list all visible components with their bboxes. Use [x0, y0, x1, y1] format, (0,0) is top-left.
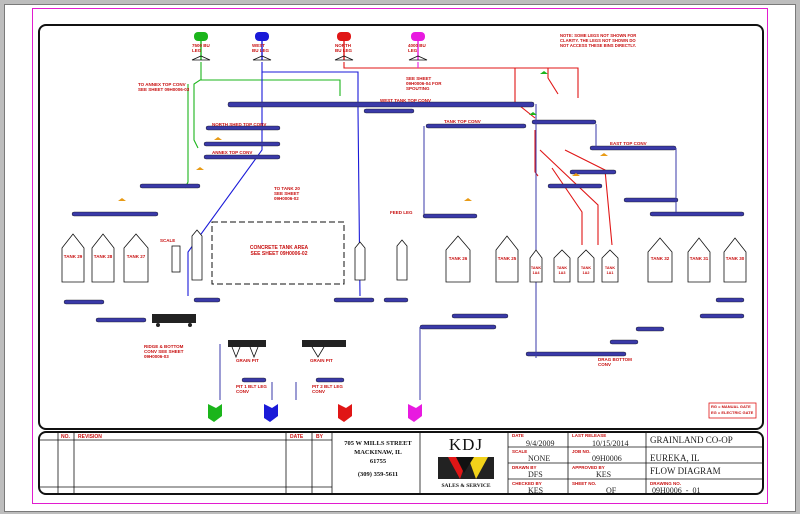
- address-phone: (309) 359-5611: [357, 471, 399, 478]
- sheet-label: SHEET NO.: [572, 481, 597, 486]
- checked-by-value: KES: [528, 486, 544, 495]
- leg-label-green: 7500 BU LEG: [192, 43, 210, 53]
- tank-label: TANK 1A3: [556, 266, 568, 275]
- leg-boot-magenta: [408, 404, 422, 422]
- concrete-tank-area: [211, 221, 345, 285]
- truck-icon-left: [228, 340, 266, 359]
- title-block-grid: [40, 433, 762, 493]
- address-city: MACKINAW, IL: [354, 449, 402, 456]
- logo-mark: [438, 457, 494, 479]
- date-label: DATE: [512, 433, 524, 438]
- truck-icon-right: [302, 340, 346, 358]
- pit2-leg-label: PIT 2 BLT LEG CONV: [312, 384, 343, 394]
- job-no-value: 09H0006: [592, 454, 622, 463]
- grain-pit-right: GRAIN PIT: [310, 358, 333, 363]
- rev-header-by: BY: [316, 434, 323, 440]
- leg-label-magenta: 4000 BU LEG: [408, 43, 426, 53]
- pit1-leg-label: PIT 1 BLT LEG CONV: [236, 384, 267, 394]
- feed-leg-label: FEED LEG: [390, 210, 413, 215]
- drag-bottom-label: DRAG BOTTOM CONV: [598, 357, 632, 367]
- last-release-value: 10/15/2014: [592, 439, 629, 448]
- tank-label: TANK 1A4: [530, 266, 542, 275]
- ridge-label: RIDGE & BOTTOM CONV SEE SHEET 09H0006-03: [144, 344, 184, 359]
- drawn-by-value: DFS: [528, 470, 543, 479]
- tank-label: TANK 1A2: [580, 266, 592, 275]
- tank-label: TANK 29: [63, 254, 83, 259]
- diagram-frame: [38, 24, 764, 430]
- tank-top-label: TANK TOP CONV: [444, 119, 481, 124]
- rev-header-no: NO.: [61, 434, 70, 440]
- tanks: [61, 233, 747, 283]
- tank-label: TANK 30: [725, 256, 745, 261]
- drawing-no-label: DRAWING NO.: [650, 481, 681, 486]
- leg-head-green: [191, 32, 211, 61]
- last-release-label: LAST RELEASE: [572, 433, 607, 438]
- drawn-by-label: DRAWN BY: [512, 465, 537, 470]
- conveyors: [63, 101, 745, 383]
- address-zip: 61755: [369, 458, 387, 465]
- rev-header-date: DATE: [290, 434, 304, 440]
- legend-electric-gate: EG = ELECTRIC GATE: [711, 410, 754, 415]
- concrete-area-title: CONCRETE TANK AREA: [249, 245, 309, 251]
- east-top-label: EAST TOP CONV: [610, 141, 647, 146]
- legend-manual-gate: RG = MANUAL GATE: [711, 404, 751, 409]
- drawing-no-value: 09H0006 - 01: [652, 486, 701, 495]
- leg-head-magenta: [408, 32, 428, 61]
- tank-label: TANK 27: [126, 254, 146, 259]
- tall-bins: [171, 229, 408, 281]
- company-name: GRAINLAND CO-OP: [650, 435, 733, 445]
- leg-boot-green: [208, 404, 222, 422]
- diagram-note: NOTE: SOME LEGS NOT SHOWN FOR CLARITY. T…: [560, 33, 637, 48]
- to-tank-20-label: TO TANK 20 SEE SHEET 09H0006-02: [274, 186, 300, 201]
- project-location: EUREKA, IL: [650, 453, 700, 463]
- tank-label: TANK 1A1: [604, 266, 616, 275]
- tank-label: TANK 26: [448, 256, 468, 261]
- to-annex-label: TO ANNEX TOP CONV SEE SHEET 09H0006-03: [138, 82, 190, 92]
- address-street: 705 W MILLS STREET: [344, 440, 412, 447]
- leg-label-blue: WEST BU LEG: [252, 43, 270, 53]
- west-tank-top-label: WEST TANK TOP CONV: [380, 98, 432, 103]
- concrete-area-subtitle: SEE SHEET 09H0006-02: [250, 251, 308, 257]
- date-value: 9/4/2009: [526, 439, 555, 448]
- leg-lines: [219, 104, 677, 400]
- rail-car-icon: [152, 314, 196, 327]
- title-block: NO. REVISION DATE BY 705 W MILLS STREET …: [38, 431, 764, 495]
- logo-text: KDJ: [448, 435, 484, 454]
- approved-by-label: APPROVED BY: [572, 465, 605, 470]
- leg-head-red: [334, 32, 354, 61]
- leg-boot-red: [338, 404, 352, 422]
- leg-boot-blue: [264, 404, 278, 422]
- tank-label: TANK 32: [650, 256, 670, 261]
- annex-top-label: ANNEX TOP CONV: [212, 150, 253, 155]
- tank-label: TANK 25: [497, 256, 517, 261]
- approved-by-value: KES: [596, 470, 612, 479]
- grain-pit-left: GRAIN PIT: [236, 358, 259, 363]
- scale-label: SCALE: [160, 238, 176, 243]
- job-no-label: JOB NO.: [572, 449, 591, 454]
- tank-label: TANK 28: [93, 254, 113, 259]
- company-address: 705 W MILLS STREET MACKINAW, IL 61755 (3…: [334, 439, 422, 479]
- gate-legend: [708, 402, 757, 419]
- scale-value: NONE: [528, 454, 551, 463]
- spouting-label: SEE SHEET 09H0006-04 FOR SPOUTING: [406, 76, 442, 91]
- kdj-logo: KDJ SALES & SERVICE: [424, 433, 508, 493]
- drawing-title: FLOW DIAGRAM: [650, 466, 721, 476]
- north-shed-label: NORTH SHED TOP CONV: [212, 122, 267, 127]
- sheet-value: OF: [606, 486, 617, 495]
- rev-header-revision: REVISION: [78, 434, 102, 440]
- checked-by-label: CHECKED BY: [512, 481, 542, 486]
- scale-label: SCALE: [512, 449, 528, 454]
- tank-label: TANK 31: [689, 256, 709, 261]
- gate-symbols: [118, 71, 608, 201]
- leg-label-red: NORTH BU LEG: [335, 43, 353, 53]
- leg-head-blue: [252, 32, 272, 61]
- print-area-border: [32, 8, 768, 504]
- logo-tagline: SALES & SERVICE: [441, 483, 491, 489]
